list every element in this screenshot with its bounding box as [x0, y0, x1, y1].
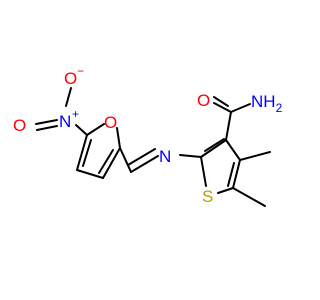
amide-nh-label: NH — [251, 92, 276, 111]
bond-furan-c2-c3 — [102, 147, 121, 179]
charge-nitro-n: + — [72, 107, 79, 121]
bond-methyl-c4 — [239, 151, 271, 161]
bond-furan-c5-o — [86, 123, 105, 136]
atom-furan-o: O — [104, 113, 117, 132]
bond-thiophene-c4-c5-double — [227, 162, 235, 187]
bond-nitro-n-o-left — [35, 119, 58, 125]
amide-h2-subscript: 2 — [276, 101, 283, 115]
bond-furan-c3-c4 — [76, 169, 104, 179]
atom-imine-n: N — [159, 147, 171, 166]
bond-ch-imine-n — [130, 155, 159, 173]
atom-carbonyl-o: O — [197, 91, 210, 110]
bond-thiophene-s-c2 — [200, 156, 207, 187]
molecular-structure-diagram: O − N + O O N S O NH2 — [13, 64, 283, 207]
bond-c3-carbonyl-c — [225, 111, 232, 141]
bond-thiophene-c2-c3-double — [204, 138, 225, 152]
bond-furan-c4-c5 — [76, 134, 88, 171]
bond-nitro-n-o-top — [65, 87, 72, 107]
bond-carbonyl-c-o-double — [213, 96, 229, 107]
bond-nitro-n-furan-c5 — [75, 124, 88, 136]
bond-furan-c4-c5-double — [82, 139, 92, 167]
bond-carbonyl-c-o — [213, 102, 232, 113]
bond-furan-c2-ch — [119, 147, 132, 173]
bond-methyl-c5 — [232, 187, 266, 207]
bond-furan-o-c2 — [116, 127, 121, 149]
bond-imine-n-thiophene-c2 — [179, 154, 202, 158]
charge-nitro-o-top: − — [77, 64, 84, 78]
bond-carbonyl-c-n — [230, 103, 251, 113]
atom-amide-n: NH2 — [251, 92, 283, 115]
atom-nitro-o-top: O — [64, 69, 77, 88]
bond-ch-imine-n-double — [127, 148, 156, 166]
bond-nitro-n-o-left-2 — [36, 125, 58, 131]
atom-thiophene-s: S — [202, 187, 213, 206]
bond-thiophene-c5-s — [217, 187, 234, 194]
bond-lines — [35, 87, 271, 207]
atom-nitro-n: N — [59, 112, 71, 131]
bond-furan-c2-c3-double — [98, 149, 114, 174]
bond-thiophene-c2-c3 — [200, 139, 227, 158]
atom-nitro-o-left: O — [13, 116, 26, 135]
bond-thiophene-c3-c4 — [225, 139, 241, 161]
bond-thiophene-c4-c5 — [232, 159, 241, 189]
